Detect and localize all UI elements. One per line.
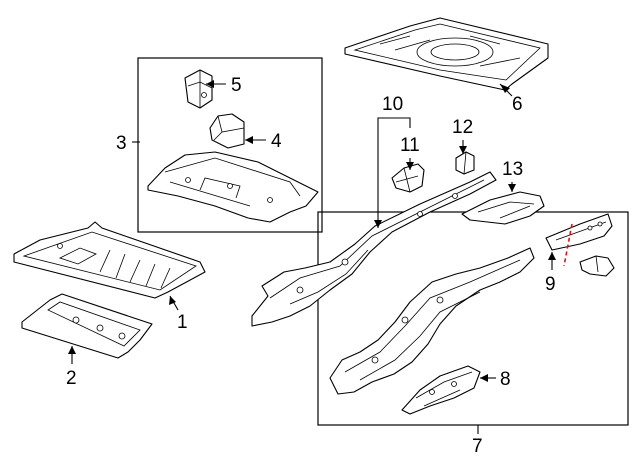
part-10-rail: [251, 171, 497, 327]
callout-3: 3: [116, 133, 127, 154]
part-12-bracket: [455, 151, 475, 175]
arrowheads: [68, 80, 556, 382]
part-9-rail-section: [545, 213, 615, 277]
callout-11: 11: [400, 135, 420, 156]
callout-6: 6: [512, 94, 523, 115]
callout-12: 12: [452, 117, 473, 138]
part-1-front-floor-pan: [13, 221, 206, 299]
part-11-bracket: [391, 163, 425, 193]
callout-13: 13: [502, 159, 523, 180]
callout-5: 5: [231, 75, 242, 96]
callout-10: 10: [382, 94, 403, 115]
callout-4: 4: [271, 131, 282, 152]
callout-2: 2: [66, 368, 77, 389]
group-box-3: [137, 57, 323, 233]
callout-7: 7: [472, 436, 483, 457]
callout-1: 1: [177, 312, 188, 333]
cut-line: [563, 223, 573, 267]
callout-8: 8: [500, 369, 511, 390]
part-3-crossmember: [147, 151, 319, 223]
part-5-bracket: [184, 69, 213, 109]
part-2-floor-reinforcement: [21, 293, 153, 359]
part-7-rear-rail-assembly: [329, 247, 535, 395]
part-8-rail-extension: [401, 365, 481, 415]
callout-9: 9: [545, 274, 556, 295]
part-4-bracket: [209, 113, 245, 149]
part-13-extension: [461, 191, 545, 225]
part-6-rear-floor-pan: [344, 17, 549, 91]
